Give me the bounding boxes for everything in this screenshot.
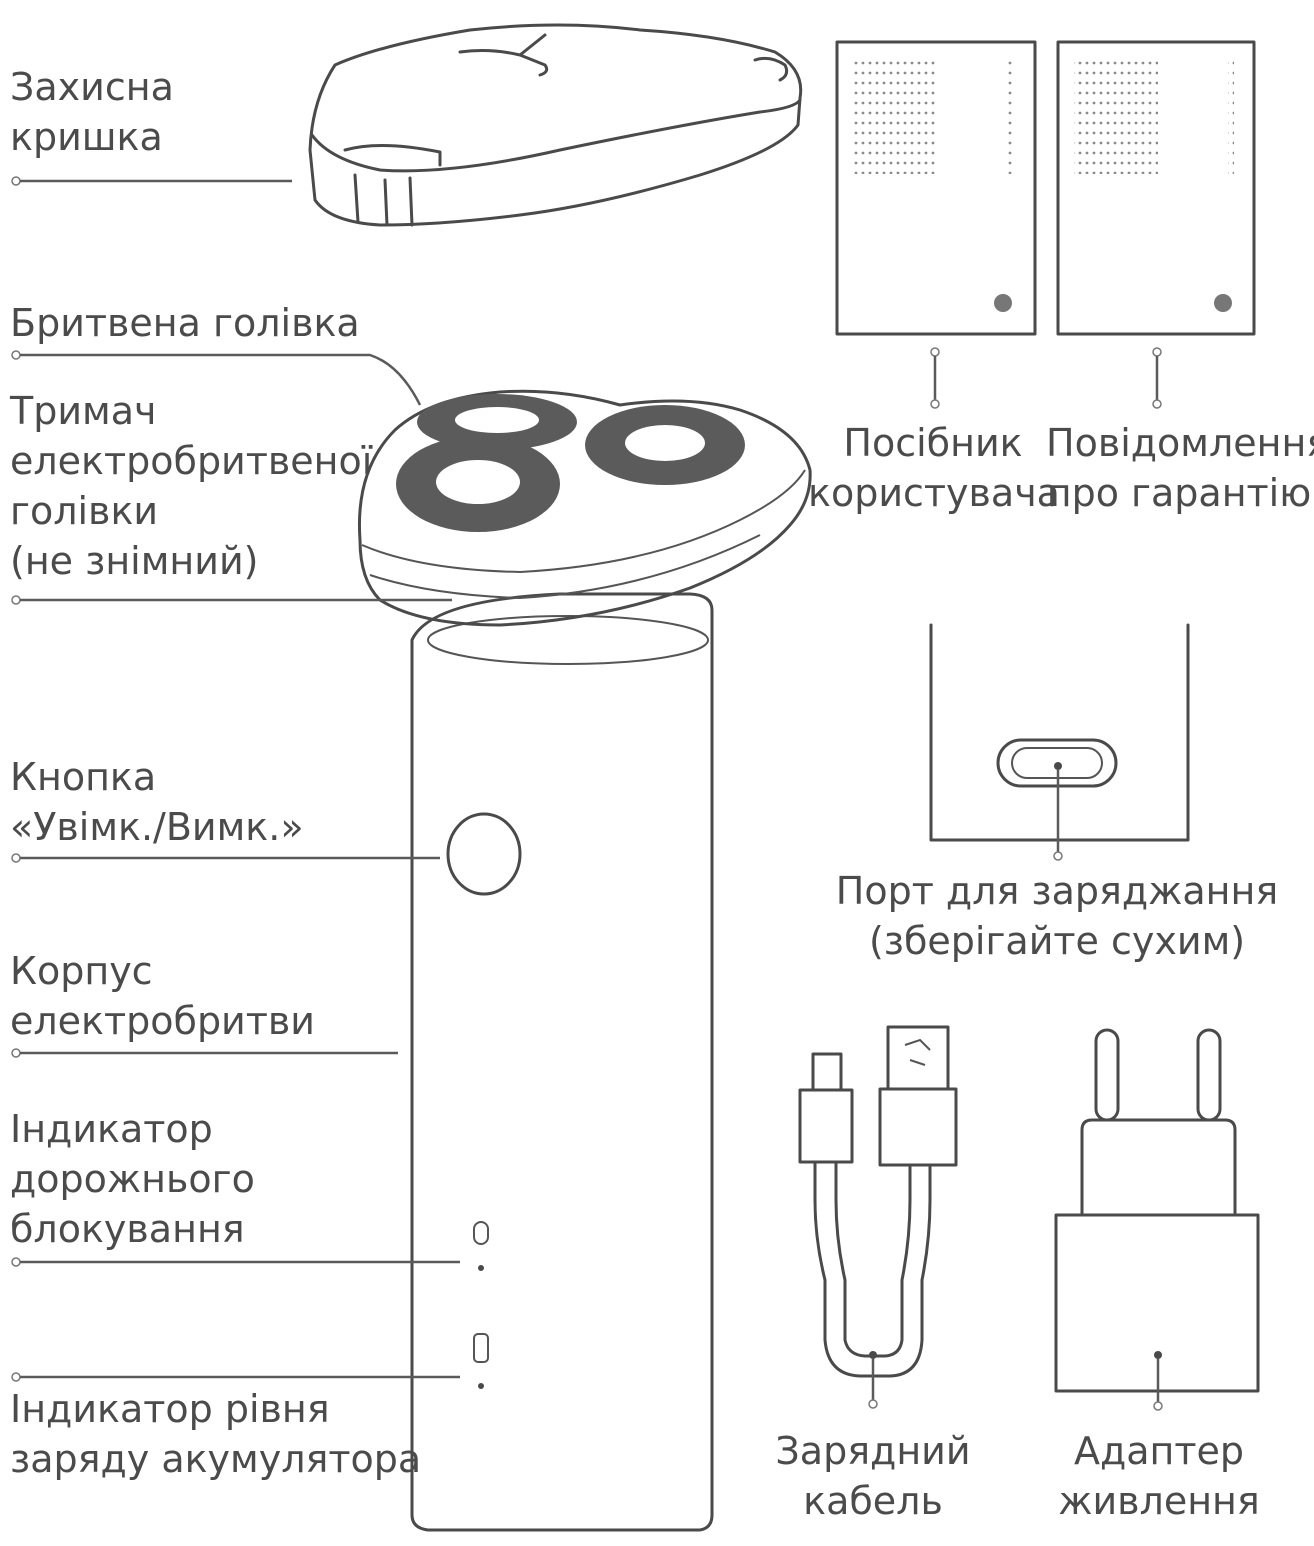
head-leader-line	[11, 350, 422, 406]
charging-cable-illustration	[798, 1025, 958, 1409]
shaver-body-illustration	[410, 592, 714, 1532]
charging-cable-label: Зарядний кабель	[758, 1426, 988, 1526]
warranty-notice-label: Повідомлення про гарантію	[1046, 418, 1314, 518]
shaver-body-label: Корпус електробритви	[10, 946, 315, 1046]
shaving-head-illustration	[357, 389, 812, 627]
user-manual-label: Посібник користувача	[808, 418, 1060, 518]
cover-label-line-2: кришка	[10, 115, 163, 159]
power-adapter-illustration	[1054, 1028, 1260, 1411]
travel-lock-leader-line	[11, 1257, 460, 1267]
shaving-head-label: Бритвена голівка	[10, 301, 360, 345]
power-button-label: Кнопка «Увімк./Вимк.»	[10, 752, 304, 852]
cover-label: Захисна кришка	[10, 62, 174, 162]
battery-indicator-label: Індикатор рівня заряду акумулятора	[10, 1384, 421, 1484]
battery-indicator-label-line-1: Індикатор рівня	[10, 1387, 330, 1431]
shaver-body-label-line-2: електробритви	[10, 999, 315, 1043]
holder-leader-line	[11, 595, 452, 605]
holder-label: Тримач електробритвеної голівки (не знім…	[10, 386, 372, 586]
travel-lock-label-line-3: блокування	[10, 1207, 245, 1251]
warranty-notice-illustration	[1056, 40, 1256, 409]
holder-label-line-2: електробритвеної	[10, 439, 373, 483]
shaver-body-label-line-1: Корпус	[10, 949, 153, 993]
button-leader-line	[11, 853, 440, 863]
holder-label-line-1: Тримач	[10, 389, 157, 433]
charging-port-label-line-2: (зберігайте сухим)	[868, 919, 1246, 963]
power-adapter-label: Адаптер живлення	[1044, 1426, 1274, 1526]
travel-lock-label-line-1: Індикатор	[10, 1107, 213, 1151]
holder-label-line-4: (не знімний)	[10, 539, 259, 583]
charging-port-illustration	[929, 623, 1190, 861]
power-adapter-label-line-1: Адаптер	[1073, 1429, 1245, 1473]
battery-leader-line	[11, 1372, 460, 1382]
user-manual-illustration	[835, 40, 1037, 409]
charging-cable-label-line-2: кабель	[803, 1479, 943, 1523]
travel-lock-label-line-2: дорожнього	[10, 1157, 255, 1201]
user-manual-label-line-1: Посібник	[843, 421, 1023, 465]
charging-cable-label-line-1: Зарядний	[775, 1429, 971, 1473]
charging-port-label: Порт для заряджання (зберігайте сухим)	[832, 866, 1282, 966]
travel-lock-label: Індикатор дорожнього блокування	[10, 1104, 255, 1254]
cover-leader-line	[11, 176, 292, 186]
user-manual-label-line-2: користувача	[808, 471, 1060, 515]
battery-indicator-label-line-2: заряду акумулятора	[10, 1437, 422, 1481]
power-button-label-line-1: Кнопка	[10, 755, 157, 799]
power-adapter-label-line-2: живлення	[1058, 1479, 1260, 1523]
charging-port-label-line-1: Порт для заряджання	[835, 869, 1279, 913]
holder-label-line-3: голівки	[10, 489, 159, 533]
warranty-notice-label-line-2: про гарантію	[1046, 471, 1312, 515]
cover-label-line-1: Захисна	[10, 65, 174, 109]
power-button-label-line-2: «Увімк./Вимк.»	[10, 805, 304, 849]
warranty-notice-label-line-1: Повідомлення	[1046, 421, 1314, 465]
body-leader-line	[11, 1048, 398, 1058]
protective-cover-illustration	[308, 23, 803, 227]
